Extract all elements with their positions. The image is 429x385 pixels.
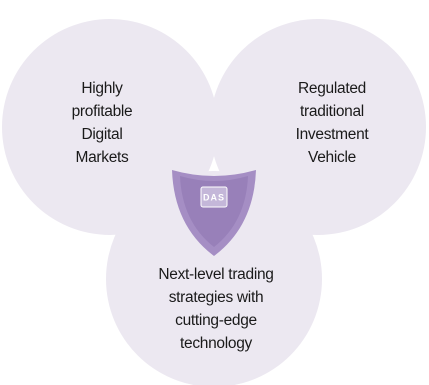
center-overlap-highlight: [180, 176, 248, 247]
circle-right-line: Regulated: [298, 80, 366, 97]
circle-right-label: Regulated traditional Investment Vehicle: [268, 77, 396, 169]
circle-bottom-line: technology: [180, 335, 252, 352]
circle-left: [2, 19, 218, 235]
circle-bottom-line: strategies with: [168, 289, 264, 306]
das-logo-text: DAS: [203, 193, 225, 203]
circle-left-label: Highly profitable Digital Markets: [38, 77, 166, 169]
circle-bottom-line: cutting-edge: [175, 312, 257, 329]
circle-bottom-line: Next-level trading: [158, 266, 274, 283]
circle-left-line: Highly: [81, 80, 123, 97]
circle-left-line: Digital: [81, 126, 123, 143]
circle-bottom-label: Next-level trading strategies with cutti…: [140, 263, 292, 355]
das-logo-icon: DAS: [200, 186, 228, 208]
circle-right-line: Vehicle: [308, 149, 356, 166]
circle-right-line: Investment: [295, 126, 369, 143]
circle-left-line: Markets: [75, 149, 129, 166]
circle-right: [210, 19, 426, 235]
circle-right-line: traditional: [300, 103, 364, 120]
circle-bottom: [106, 171, 322, 385]
circle-left-line: profitable: [71, 103, 133, 120]
